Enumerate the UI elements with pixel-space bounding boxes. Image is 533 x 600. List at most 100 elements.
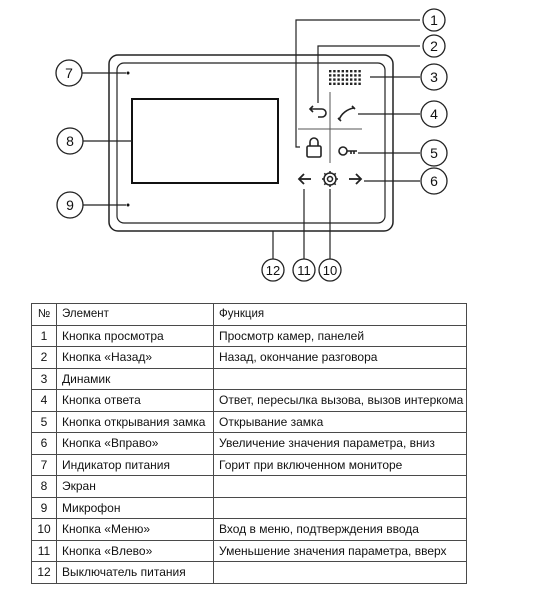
cell-number: 9 (31, 496, 57, 519)
speaker-hole (358, 70, 361, 73)
speaker-hole (333, 78, 336, 81)
gear-icon[interactable] (322, 171, 338, 187)
speaker-hole (350, 74, 353, 77)
leader-2 (317, 45, 420, 103)
cell-number: 8 (31, 475, 57, 498)
callout-4: 4 (420, 100, 448, 128)
cell-number: 11 (31, 539, 57, 562)
speaker-hole (354, 74, 357, 77)
callout-number: 4 (430, 106, 438, 122)
cell-number: 6 (31, 432, 57, 455)
left-arrow-icon[interactable] (297, 173, 311, 185)
power-indicator-dot (126, 71, 130, 75)
cell-number: 10 (31, 518, 57, 541)
callout-number: 9 (66, 197, 74, 213)
cell-function (213, 367, 467, 390)
cell-element: Выключатель питания (56, 561, 214, 584)
speaker-hole (354, 78, 357, 81)
speaker-hole (345, 74, 349, 77)
monitor-inner-frame (116, 62, 386, 224)
cell-function: Просмотр камер, панелей (213, 324, 467, 347)
callout-number: 2 (430, 38, 438, 54)
callout-circle (56, 191, 84, 219)
monitor-outer-frame (108, 54, 394, 232)
cell-number: 1 (31, 324, 57, 347)
back-arrow-icon[interactable] (308, 105, 327, 118)
callout-circle (422, 34, 446, 58)
cell-element: Кнопка «Вправо» (56, 432, 214, 455)
cell-number: 3 (31, 367, 57, 390)
callout-circle (261, 258, 285, 282)
cell-function: Вход в меню, подтверждения ввода (213, 518, 467, 541)
callout-9: 9 (56, 191, 84, 219)
callout-5: 5 (420, 139, 448, 167)
speaker-hole (350, 82, 353, 85)
speaker-hole (345, 70, 349, 73)
cell-function (213, 496, 467, 519)
speaker-hole (354, 70, 357, 73)
callout-11: 11 (292, 258, 316, 282)
callout-1: 1 (422, 8, 446, 32)
callout-number: 1 (430, 12, 438, 28)
callout-7: 7 (55, 59, 83, 87)
callout-circle (420, 167, 448, 195)
callout-number: 7 (65, 65, 73, 81)
cell-number: 7 (31, 453, 57, 476)
cell-function: Увеличение значения параметра, вниз (213, 432, 467, 455)
cell-element: Экран (56, 475, 214, 498)
speaker-hole (341, 82, 344, 85)
callout-12: 12 (261, 258, 285, 282)
callout-number: 10 (323, 263, 337, 278)
microphone-hole (126, 203, 130, 207)
speaker-grille (329, 70, 361, 85)
cell-element: Кнопка «Меню» (56, 518, 214, 541)
speaker-hole (329, 82, 332, 85)
speaker-hole (329, 74, 332, 77)
speaker-hole (354, 82, 357, 85)
callout-number: 6 (430, 173, 438, 189)
speaker-hole (333, 74, 336, 77)
callout-2: 2 (422, 34, 446, 58)
header-element: Элемент (56, 303, 214, 326)
speaker-hole (333, 70, 336, 73)
speaker-hole (337, 74, 340, 77)
cell-element: Кнопка открывания замка (56, 410, 214, 433)
speaker-hole (345, 78, 349, 81)
speaker-hole (337, 78, 340, 81)
speaker-hole (329, 70, 332, 73)
callout-10: 10 (318, 258, 342, 282)
callout-number: 12 (266, 263, 280, 278)
right-arrow-icon[interactable] (349, 173, 363, 185)
callout-number: 5 (430, 145, 438, 161)
cell-element: Микрофон (56, 496, 214, 519)
cell-element: Кнопка ответа (56, 389, 214, 412)
cell-element: Индикатор питания (56, 453, 214, 476)
key-icon[interactable] (338, 146, 357, 156)
callout-number: 3 (430, 69, 438, 85)
cell-function: Открывание замка (213, 410, 467, 433)
callout-circle (420, 63, 448, 91)
cell-function: Назад, окончание разговора (213, 346, 467, 369)
handset-icon[interactable] (337, 105, 356, 122)
leader-1 (295, 19, 420, 148)
callout-number: 8 (66, 133, 74, 149)
cell-element: Кнопка «Назад» (56, 346, 214, 369)
cell-element: Кнопка просмотра (56, 324, 214, 347)
cell-element: Динамик (56, 367, 214, 390)
callout-circle (56, 127, 84, 155)
cell-function: Ответ, пересылка вызова, вызов интеркома (213, 389, 467, 412)
speaker-hole (341, 74, 344, 77)
lock-icon[interactable] (306, 137, 322, 158)
cell-function (213, 475, 467, 498)
